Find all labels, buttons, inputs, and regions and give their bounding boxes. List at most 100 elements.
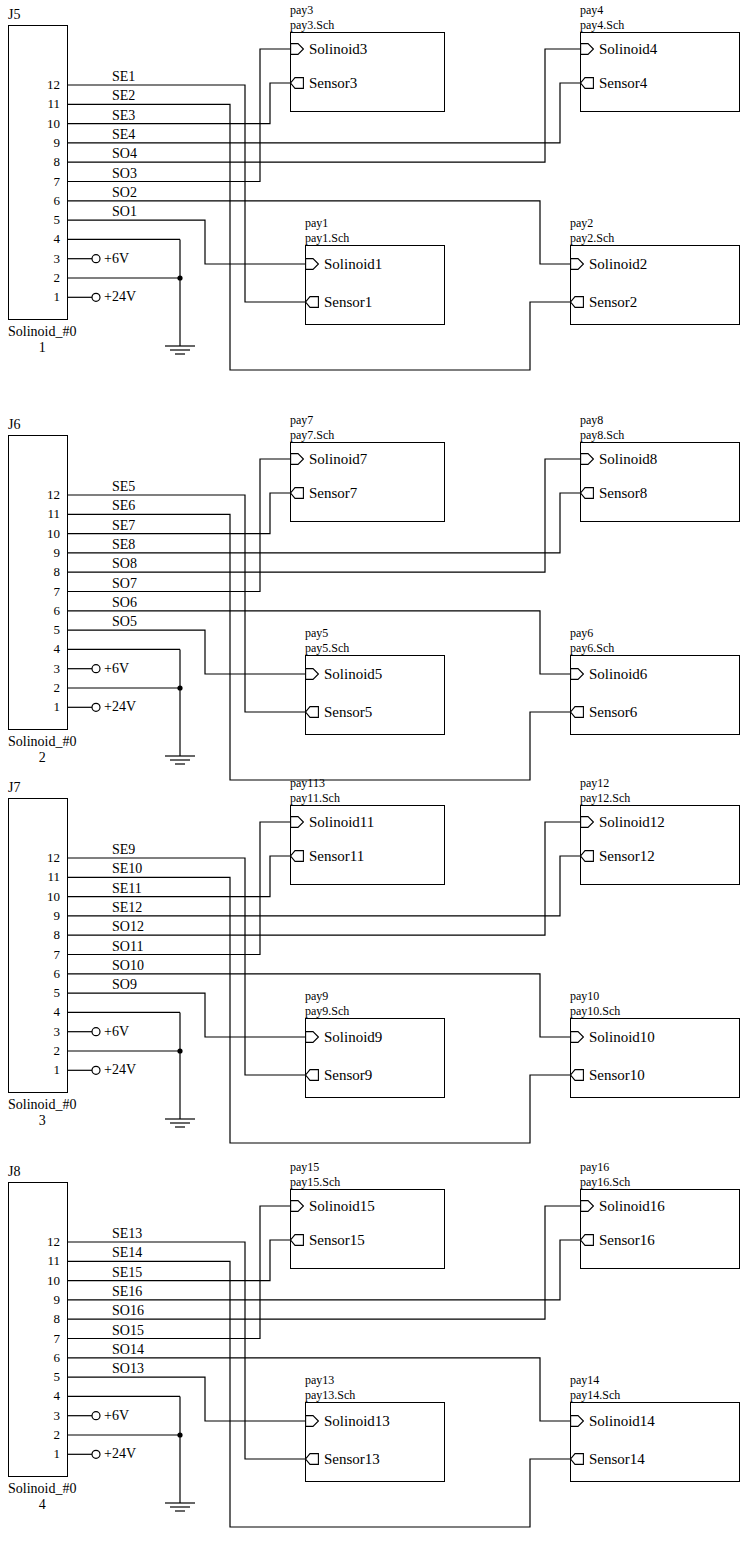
sheet-file: pay13.Sch: [305, 1388, 355, 1402]
port-name: Sensor15: [309, 1231, 365, 1249]
port-outline: [291, 488, 304, 499]
pin-number: 2: [32, 1044, 60, 1058]
port-outline: [581, 1235, 594, 1246]
wire: [68, 258, 92, 259]
pin-number: 8: [32, 155, 60, 169]
wire: [68, 1070, 92, 1071]
port-symbol: [580, 77, 594, 89]
port-symbol: [305, 706, 319, 718]
input-port: Solinoid15: [290, 1197, 375, 1215]
pin-number: 11: [32, 507, 60, 521]
port-name: Solinoid13: [324, 1412, 390, 1430]
connector-caption: Solinoid_#0 2: [8, 734, 76, 766]
port-outline: [581, 488, 594, 499]
net-label: SO14: [110, 1343, 146, 1357]
port-name: Sensor5: [324, 703, 372, 721]
pin-number: 12: [32, 1235, 60, 1249]
net-label: SO11: [110, 940, 145, 954]
port-outline: [571, 297, 584, 308]
port-name: Solinoid1: [324, 255, 382, 273]
port-name: Solinoid5: [324, 665, 382, 683]
signal-wire: [68, 630, 305, 674]
signal-wire: [68, 877, 570, 1143]
pin-number: 5: [32, 623, 60, 637]
net-label: SO9: [110, 978, 139, 992]
sheet-file: pay12.Sch: [580, 791, 630, 805]
ground-symbol: [165, 755, 195, 756]
signal-wire: [68, 220, 305, 264]
pin-number: 9: [32, 136, 60, 150]
port-outline: [571, 1070, 584, 1081]
power-label: +6V: [104, 252, 129, 266]
sheet-name: pay6: [570, 626, 593, 640]
port-name: Solinoid15: [309, 1197, 375, 1215]
sheet-symbol: pay10pay10.SchSolinoid10Sensor10: [570, 1018, 740, 1098]
port-name: Sensor2: [589, 293, 637, 311]
port-symbol: [580, 43, 594, 55]
output-port: Sensor8: [580, 484, 647, 502]
port-name: Solinoid2: [589, 255, 647, 273]
net-label: SO4: [110, 147, 139, 161]
sheet-name: pay1: [305, 216, 328, 230]
net-label: SE12: [110, 901, 144, 915]
pin-number: 12: [32, 78, 60, 92]
sheet-symbol: pay13pay13.SchSolinoid13Sensor13: [305, 1402, 445, 1482]
signal-wire: [68, 104, 570, 370]
sheet-file: pay3.Sch: [290, 18, 334, 32]
input-port: Solinoid2: [570, 255, 647, 273]
port-symbol: [580, 1200, 594, 1212]
port-name: Sensor4: [599, 74, 647, 92]
wire: [68, 1434, 180, 1435]
wire: [179, 649, 180, 756]
junction-dot: [177, 1432, 182, 1437]
sheet-symbol: pay15pay15.SchSolinoid15Sensor15: [290, 1189, 445, 1269]
sheet-symbol: pay2pay2.SchSolinoid2Sensor2: [570, 245, 740, 325]
input-port: Solinoid11: [290, 813, 374, 831]
signal-wire: [68, 1261, 570, 1527]
signal-wire: [68, 1377, 305, 1421]
port-outline: [571, 707, 584, 718]
net-label: SO16: [110, 1304, 146, 1318]
net-label: SO12: [110, 920, 146, 934]
sheet-file: pay4.Sch: [580, 18, 624, 32]
net-label: SE1: [110, 70, 137, 84]
sheet-file: pay6.Sch: [570, 641, 614, 655]
port-name: Solinoid11: [309, 813, 374, 831]
net-label: SE13: [110, 1227, 144, 1241]
net-label: SO15: [110, 1324, 146, 1338]
port-symbol: [305, 1031, 319, 1043]
pin-number: 5: [32, 213, 60, 227]
pin-number: 9: [32, 1293, 60, 1307]
net-label: SE7: [110, 519, 137, 533]
net-label: SO13: [110, 1362, 146, 1376]
signal-wire: [68, 493, 290, 534]
pin-number: 10: [32, 1274, 60, 1288]
power-label: +24V: [104, 1447, 136, 1461]
power-terminal: [92, 1450, 100, 1458]
port-name: Solinoid7: [309, 450, 367, 468]
net-label: SE11: [110, 882, 144, 896]
sheet-file: pay8.Sch: [580, 428, 624, 442]
port-outline: [291, 851, 304, 862]
pin-number: 7: [32, 585, 60, 599]
sheet-file: pay2.Sch: [570, 231, 614, 245]
port-symbol: [570, 1069, 584, 1081]
signal-wire: [68, 1240, 290, 1281]
port-outline: [306, 1070, 319, 1081]
sheet-file: pay11.Sch: [290, 791, 340, 805]
signal-wire: [68, 49, 290, 182]
power-terminal: [92, 293, 100, 301]
pin-number: 10: [32, 890, 60, 904]
input-port: Solinoid14: [570, 1412, 655, 1430]
pin-number: 7: [32, 175, 60, 189]
pin-number: 2: [32, 271, 60, 285]
power-terminal: [92, 703, 100, 711]
pin-number: 1: [32, 290, 60, 304]
port-outline: [306, 297, 319, 308]
output-port: Sensor5: [305, 703, 372, 721]
power-label: +24V: [104, 290, 136, 304]
port-symbol: [580, 816, 594, 828]
net-label: SE14: [110, 1246, 144, 1260]
signal-wire: [68, 83, 290, 124]
port-outline: [571, 669, 584, 680]
